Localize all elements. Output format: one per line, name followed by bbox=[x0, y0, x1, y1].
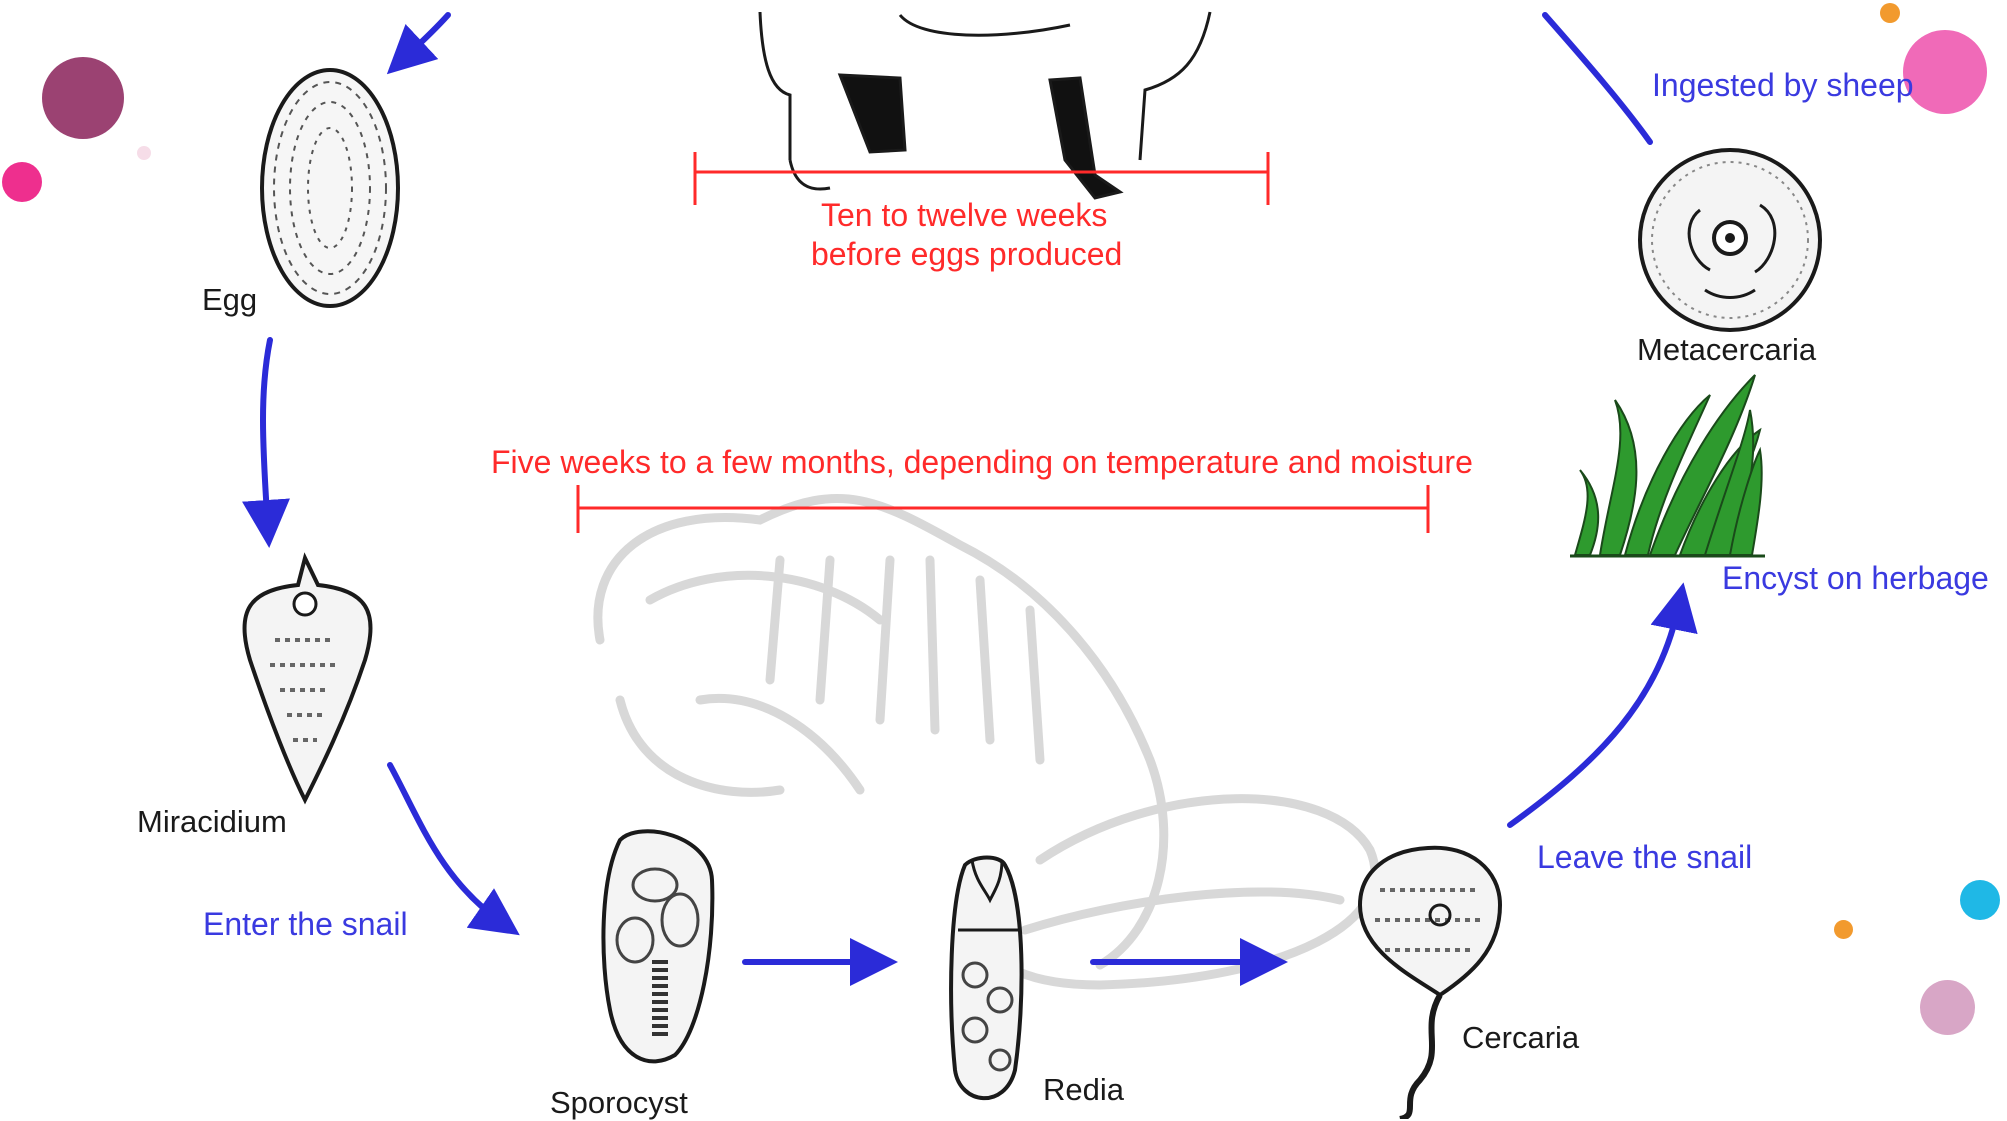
decorative-dot bbox=[2, 162, 42, 202]
snail-duration-label: Five weeks to a few months, depending on… bbox=[491, 444, 1473, 481]
encyst-label: Encyst on herbage bbox=[1722, 560, 1989, 597]
redia-label: Redia bbox=[1043, 1072, 1124, 1108]
decorative-dot bbox=[1903, 30, 1987, 114]
sheep-duration-line2: before eggs produced bbox=[811, 236, 1122, 273]
arrow-cercaria-to-herbage bbox=[1510, 600, 1680, 825]
leave-snail-label: Leave the snail bbox=[1537, 839, 1752, 876]
enter-snail-label: Enter the snail bbox=[203, 906, 408, 943]
decorative-dot bbox=[1960, 880, 2000, 920]
metacercaria-illustration bbox=[1640, 150, 1820, 330]
arrow-sheep-to-egg bbox=[400, 15, 448, 62]
sheep-illustration bbox=[760, 12, 1210, 198]
sporocyst-illustration bbox=[603, 831, 712, 1061]
miracidium-label: Miracidium bbox=[137, 804, 287, 840]
egg-label: Egg bbox=[202, 282, 257, 318]
decorative-dot bbox=[42, 57, 124, 139]
egg-illustration bbox=[262, 70, 398, 306]
snail-timeline-bar bbox=[578, 485, 1428, 533]
cercaria-label: Cercaria bbox=[1462, 1020, 1579, 1056]
sheep-duration-line1: Ten to twelve weeks bbox=[821, 197, 1107, 234]
decorative-dot bbox=[1834, 920, 1853, 939]
herbage-illustration bbox=[1570, 375, 1765, 556]
cercaria-illustration bbox=[1360, 848, 1500, 1119]
arrow-metacercaria-to-sheep bbox=[1545, 15, 1650, 142]
decorative-dot bbox=[137, 146, 151, 160]
arrow-egg-to-miracidium bbox=[263, 340, 270, 530]
arrow-miracidium-to-sporocyst bbox=[390, 765, 505, 925]
cycle-arrows bbox=[263, 15, 1680, 962]
miracidium-illustration bbox=[244, 558, 370, 800]
redia-illustration bbox=[951, 858, 1021, 1099]
decorative-dot bbox=[1880, 3, 1900, 23]
metacercaria-label: Metacercaria bbox=[1637, 332, 1816, 368]
decorative-dot bbox=[1920, 980, 1975, 1035]
sporocyst-label: Sporocyst bbox=[550, 1085, 688, 1121]
ingested-label: Ingested by sheep bbox=[1652, 67, 1914, 104]
